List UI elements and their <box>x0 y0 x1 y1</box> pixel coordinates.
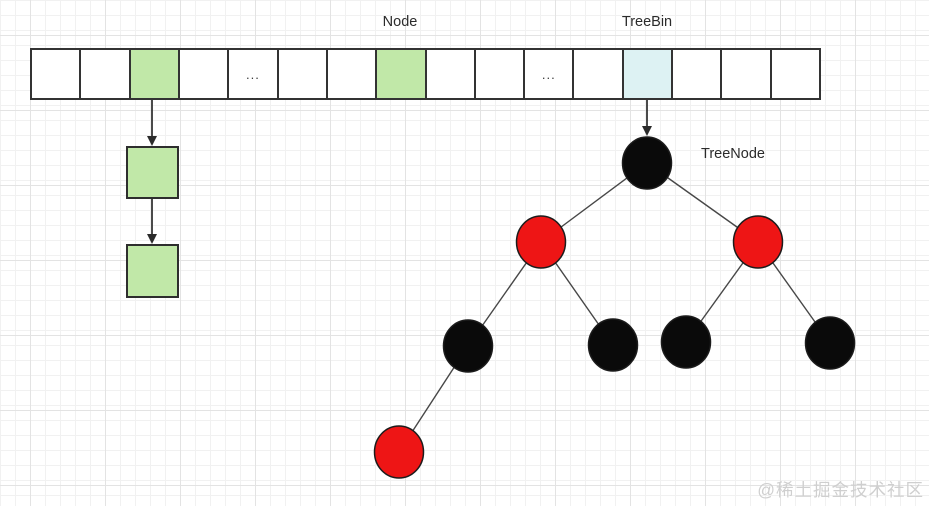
hash-bucket-array: ...... <box>30 48 821 100</box>
array-cell-7-green <box>377 50 427 98</box>
tree-node-RR-black <box>804 316 856 370</box>
arrow-head-2 <box>642 126 652 136</box>
array-cell-8 <box>427 50 476 98</box>
array-cell-11 <box>574 50 624 98</box>
arrow-head-0 <box>147 136 157 146</box>
list-node-0 <box>126 146 179 199</box>
array-cell-13 <box>673 50 723 98</box>
array-cell-4-dots: ... <box>229 50 279 98</box>
tree-node-LLL-red <box>373 425 425 479</box>
array-cell-2-green <box>130 50 180 98</box>
treebin-label: TreeBin <box>621 14 673 30</box>
node-label: Node <box>382 14 418 30</box>
array-cell-0 <box>32 50 82 98</box>
list-node-1 <box>126 244 179 298</box>
arrow-head-1 <box>147 234 157 244</box>
tree-node-LL-black <box>442 319 494 373</box>
treenode-label: TreeNode <box>701 146 765 162</box>
array-cell-14 <box>722 50 772 98</box>
watermark: @稀土掘金技术社区 <box>757 480 924 500</box>
array-cell-10-dots: ... <box>525 50 575 98</box>
array-cell-3 <box>180 50 230 98</box>
array-cell-1 <box>81 50 131 98</box>
tree-node-R-red <box>732 215 784 269</box>
tree-node-root-black <box>621 136 673 190</box>
tree-node-RL-black <box>660 315 712 369</box>
array-cell-6 <box>328 50 378 98</box>
array-cell-5 <box>279 50 328 98</box>
array-cell-9 <box>476 50 526 98</box>
tree-node-LR-black <box>587 318 639 372</box>
tree-node-L-red <box>515 215 567 269</box>
array-cell-12-blue <box>623 50 674 98</box>
